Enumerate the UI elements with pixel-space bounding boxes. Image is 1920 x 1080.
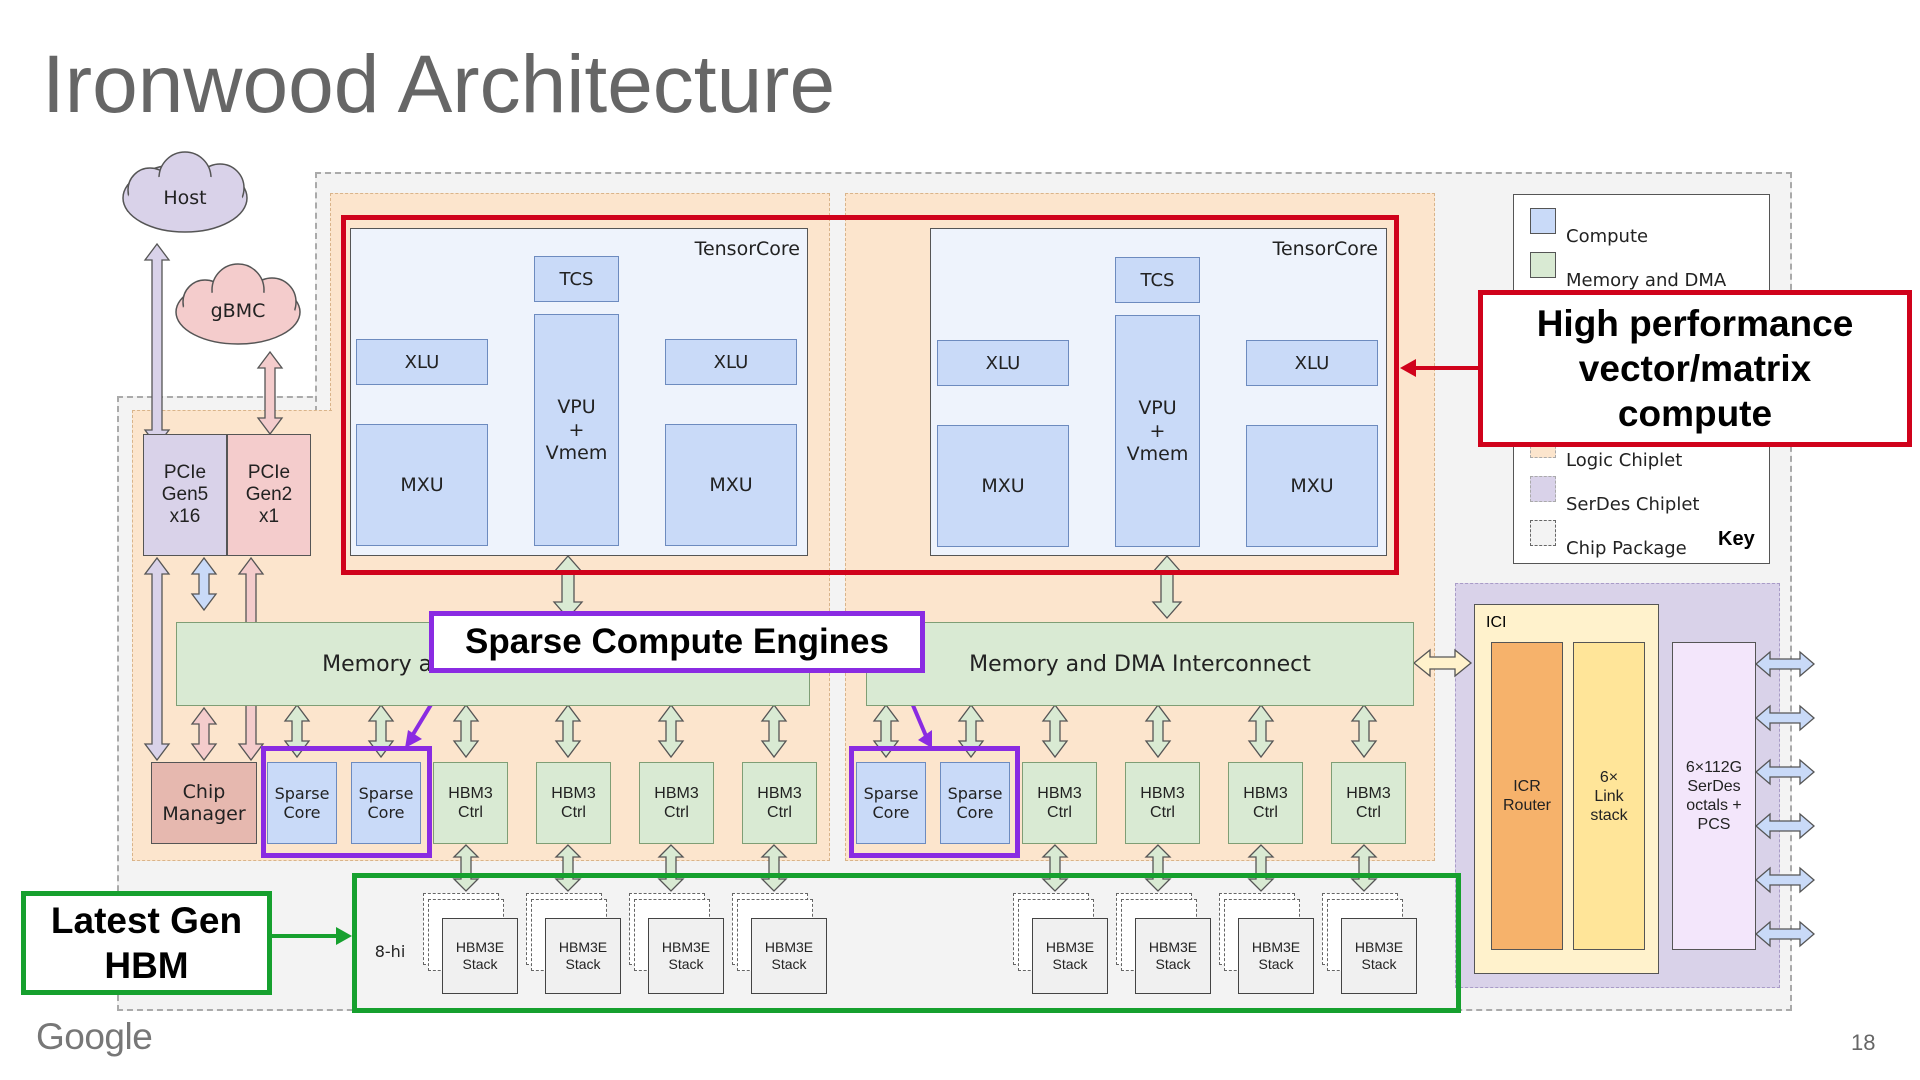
- tcs-right: TCS: [1115, 257, 1200, 303]
- key-swatch-serdes: [1530, 476, 1556, 502]
- hbm-stack-8: HBM3E Stack: [1341, 918, 1417, 994]
- tensorcore-left-label: TensorCore: [694, 238, 800, 260]
- key-item-compute: Compute: [1566, 226, 1649, 247]
- serdes-block: 6×112G SerDes octals + PCS: [1672, 642, 1756, 950]
- host-cloud-icon: [122, 151, 248, 233]
- hbm-stack-3: HBM3E Stack: [648, 918, 724, 994]
- icr-router-block: ICR Router: [1491, 642, 1563, 950]
- hbm-stack-5: HBM3E Stack: [1032, 918, 1108, 994]
- tcs-left: TCS: [534, 256, 619, 302]
- hbm-ctrl-1: HBM3 Ctrl: [433, 762, 508, 844]
- sparse-callout: Sparse Compute Engines: [429, 611, 925, 673]
- sparse-core-4: Sparse Core: [940, 762, 1010, 844]
- hbm-highlight-frame: [352, 873, 1461, 1013]
- tensorcore-right-label: TensorCore: [1272, 238, 1378, 260]
- sparse-core-2: Sparse Core: [351, 762, 421, 844]
- mxu-left-1: MXU: [356, 424, 488, 546]
- mxu-left-2: MXU: [665, 424, 797, 546]
- key-swatch-package: [1530, 520, 1556, 546]
- host-label: Host: [163, 187, 207, 209]
- sparse-core-1: Sparse Core: [267, 762, 337, 844]
- key-swatch-memory: [1530, 252, 1556, 278]
- hbm-ctrl-8: HBM3 Ctrl: [1331, 762, 1406, 844]
- hbm-stack-2: HBM3E Stack: [545, 918, 621, 994]
- xlu-right-1: XLU: [937, 340, 1069, 386]
- key-item-package: Chip Package: [1566, 538, 1687, 559]
- hbm-stack-7: HBM3E Stack: [1238, 918, 1314, 994]
- hbm-callout: Latest Gen HBM: [21, 891, 272, 995]
- gbmc-cloud-icon: [175, 263, 301, 345]
- hbm-ctrl-7: HBM3 Ctrl: [1228, 762, 1303, 844]
- page-number: 18: [1851, 1030, 1876, 1055]
- hbm-stack-4: HBM3E Stack: [751, 918, 827, 994]
- hbm-ctrl-4: HBM3 Ctrl: [742, 762, 817, 844]
- hbm-ctrl-3: HBM3 Ctrl: [639, 762, 714, 844]
- key-item-memory: Memory and DMA: [1566, 270, 1727, 291]
- eight-hi-label: 8-hi: [374, 941, 406, 961]
- link-stack-block: 6× Link stack: [1573, 642, 1645, 950]
- ici-label: ICI: [1486, 614, 1507, 631]
- interconnect-right: Memory and DMA Interconnect: [866, 622, 1414, 706]
- google-logo: Google: [36, 1016, 153, 1057]
- key-item-serdes: SerDes Chiplet: [1566, 494, 1700, 515]
- slide-title: Ironwood Architecture: [42, 39, 836, 130]
- hbm-stack-6: HBM3E Stack: [1135, 918, 1211, 994]
- chip-manager-block: Chip Manager: [151, 762, 257, 844]
- hbm-ctrl-5: HBM3 Ctrl: [1022, 762, 1097, 844]
- hpc-highlight-frame: [341, 215, 1399, 575]
- key-title: Key: [1718, 528, 1755, 550]
- sparse-highlight-left: [261, 746, 432, 858]
- vpu-right: VPU + Vmem: [1115, 315, 1200, 547]
- mxu-right-1: MXU: [937, 425, 1069, 547]
- xlu-right-2: XLU: [1246, 340, 1378, 386]
- xlu-left-1: XLU: [356, 339, 488, 385]
- mxu-right-2: MXU: [1246, 425, 1378, 547]
- sparse-highlight-right: [849, 746, 1020, 858]
- pcie-gen2-block: PCIe Gen2 x1: [227, 434, 311, 556]
- sparse-core-3: Sparse Core: [856, 762, 926, 844]
- vpu-left: VPU + Vmem: [534, 314, 619, 546]
- hpc-callout: High performance vector/matrix compute: [1478, 290, 1912, 447]
- xlu-left-2: XLU: [665, 339, 797, 385]
- gbmc-label: gBMC: [210, 300, 266, 322]
- hbm-stack-1: HBM3E Stack: [442, 918, 518, 994]
- pcie-gen5-block: PCIe Gen5 x16: [143, 434, 227, 556]
- hbm-ctrl-6: HBM3 Ctrl: [1125, 762, 1200, 844]
- key-swatch-compute: [1530, 208, 1556, 234]
- key-item-logic: Logic Chiplet: [1566, 450, 1683, 471]
- hbm-ctrl-2: HBM3 Ctrl: [536, 762, 611, 844]
